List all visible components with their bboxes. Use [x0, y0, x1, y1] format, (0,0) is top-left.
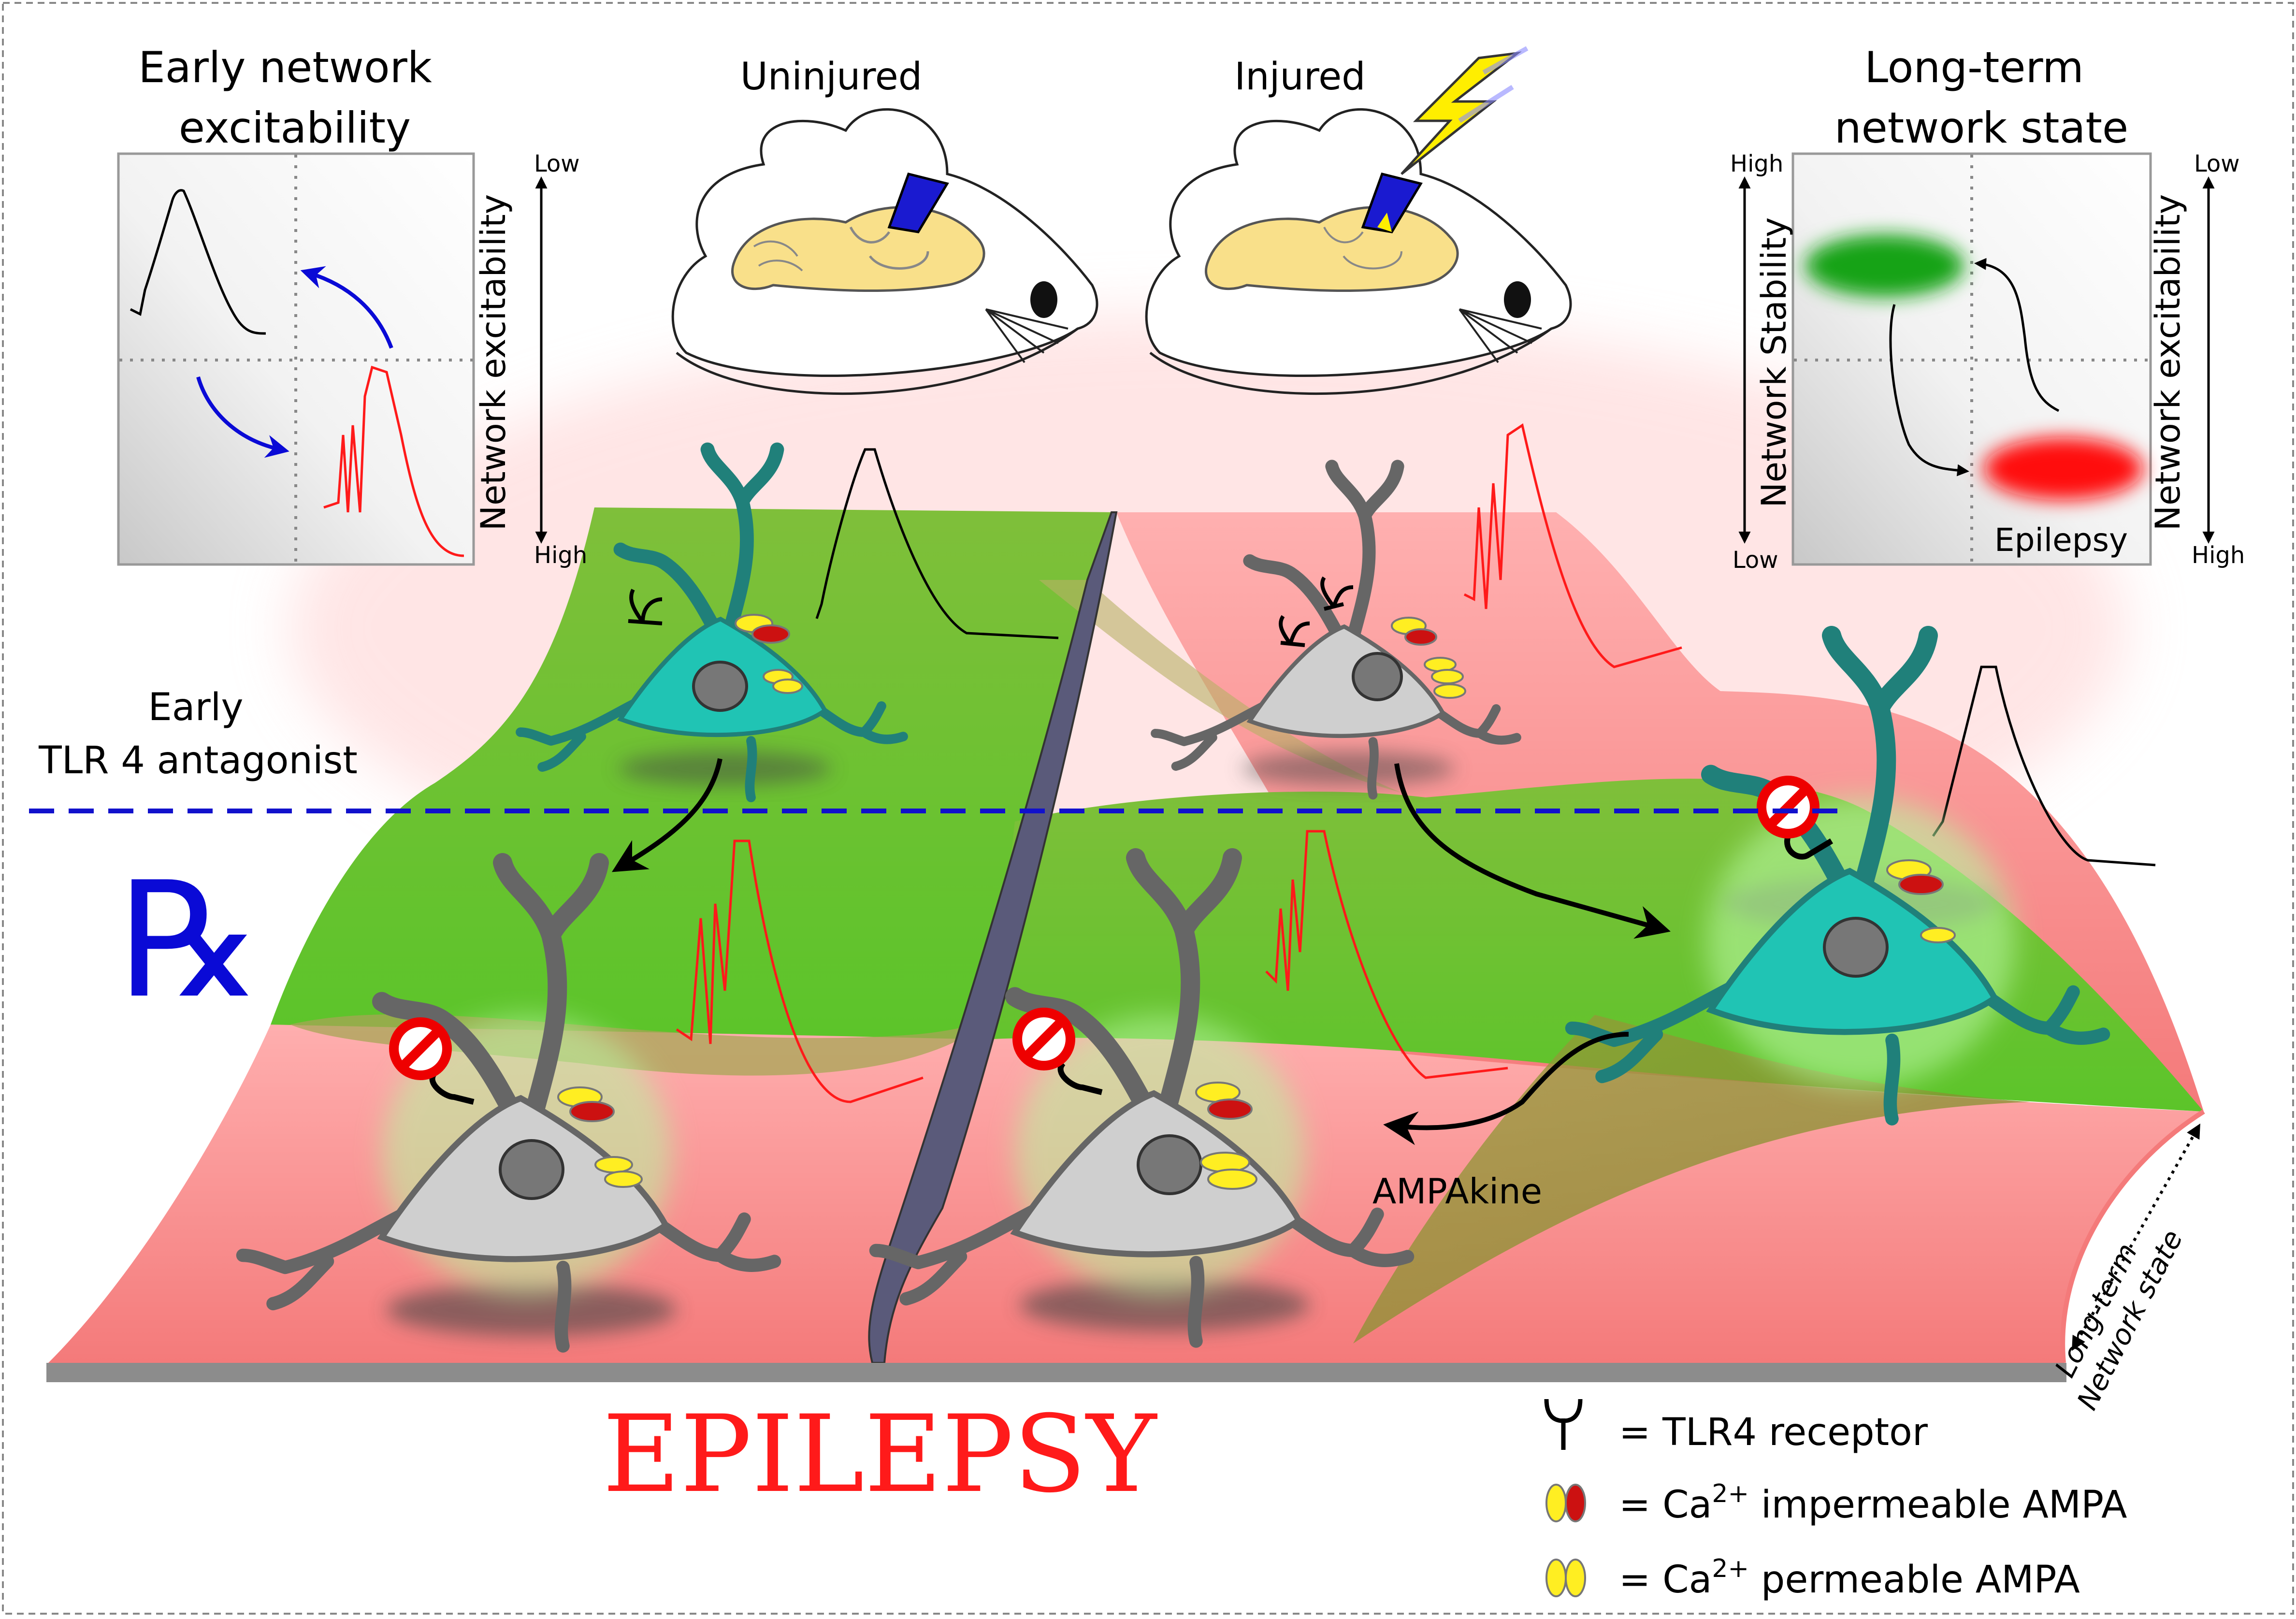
lt-left-axis-bottom: Low	[1733, 547, 1778, 574]
lt-right-axis-label: Network excitability	[2148, 194, 2188, 531]
long-term-title-line1: Long-term	[1864, 43, 2084, 92]
legend-permeable: = Ca2+ permeable AMPA	[1619, 1554, 2080, 1602]
early-arrow-down	[196, 376, 289, 458]
early-network-panel: Early network excitability Low High Netw…	[117, 43, 587, 569]
stable-state-blob	[1805, 234, 1964, 297]
early-arrow-up	[300, 266, 393, 349]
early-axis-bottom: High	[534, 542, 587, 569]
legend-impermeable: = Ca2+ impermeable AMPA	[1619, 1479, 2127, 1527]
neuron-center-treated	[876, 858, 1408, 1341]
trace-left-failed	[676, 839, 924, 1103]
lightning-bolt-icon	[1401, 46, 1529, 175]
trace-uninjured	[815, 448, 1059, 639]
uninjured-mouse	[671, 108, 1098, 395]
treatment-label-line2: TLR 4 antagonist	[38, 739, 358, 782]
lt-right-axis-top: Low	[2194, 150, 2240, 177]
legend-permeable-prefix: = Ca	[1619, 1558, 1712, 1602]
early-axis-label: Network excitability	[474, 194, 513, 531]
long-term-panel: Long-term network state Epilepsy High Lo…	[1730, 43, 2245, 574]
lt-left-axis-top: High	[1730, 150, 1783, 177]
legend-impermeable-sup: 2+	[1712, 1479, 1749, 1508]
early-panel-title-line1: Early network	[138, 43, 432, 92]
injured-mouse	[1145, 108, 1572, 395]
neuron-uninjured	[520, 449, 903, 797]
impermeable-ampa-icon	[1545, 1484, 1586, 1522]
lt-arrow-down	[1889, 304, 1969, 477]
early-panel-title-line2: excitability	[179, 103, 411, 153]
early-axis-top: Low	[534, 150, 580, 177]
early-seizure-trace	[323, 365, 464, 557]
neuron-left-treated	[243, 863, 775, 1346]
permeable-ampa-icon	[1545, 1559, 1586, 1597]
long-term-title-line2: network state	[1834, 103, 2128, 153]
trace-injured	[1463, 423, 1682, 668]
legend: = TLR4 receptor = Ca2+ impermeable AMPA …	[1544, 1399, 2127, 1602]
trace-rescued	[1932, 665, 2156, 867]
epilepsy-title: EPILEPSY	[603, 1392, 1158, 1516]
epilepsy-state-blob	[1984, 437, 2143, 500]
arrow-uninjured-to-left	[611, 758, 722, 872]
tlr4-receptor-icon	[1544, 1399, 1583, 1450]
arrow-injured-to-rescued	[1394, 763, 1671, 939]
uninjured-label: Uninjured	[740, 55, 923, 99]
neuron-injured	[1155, 466, 1517, 795]
landscape-base	[46, 1363, 2066, 1382]
divider-wall	[868, 511, 1118, 1364]
arrow-ampakine	[1383, 1032, 1629, 1145]
lt-right-axis-bottom: High	[2192, 542, 2245, 569]
legend-permeable-sup: 2+	[1712, 1554, 1749, 1583]
lt-left-axis-label: Network Stability	[1754, 217, 1794, 508]
ampakine-label: AMPAkine	[1372, 1171, 1542, 1212]
neuron-rescued	[1572, 636, 2104, 1119]
treatment-label-line1: Early	[148, 686, 244, 729]
epilepsy-state-label: Epilepsy	[1994, 521, 2128, 559]
blocker-icon-center	[1012, 1008, 1103, 1095]
legend-impermeable-prefix: = Ca	[1619, 1483, 1712, 1527]
injured-label: Injured	[1234, 55, 1365, 99]
trace-center-failed	[1265, 830, 1508, 1079]
blocker-icon-right	[1757, 776, 1834, 860]
rx-symbol-icon: ℞	[118, 848, 261, 1033]
legend-permeable-suffix: permeable AMPA	[1749, 1558, 2080, 1602]
lt-arrow-up	[1974, 258, 2060, 412]
legend-impermeable-suffix: impermeable AMPA	[1749, 1483, 2127, 1527]
early-normal-trace	[130, 189, 266, 335]
legend-tlr4: = TLR4 receptor	[1619, 1411, 1928, 1454]
blocker-icon-left	[389, 1017, 475, 1105]
